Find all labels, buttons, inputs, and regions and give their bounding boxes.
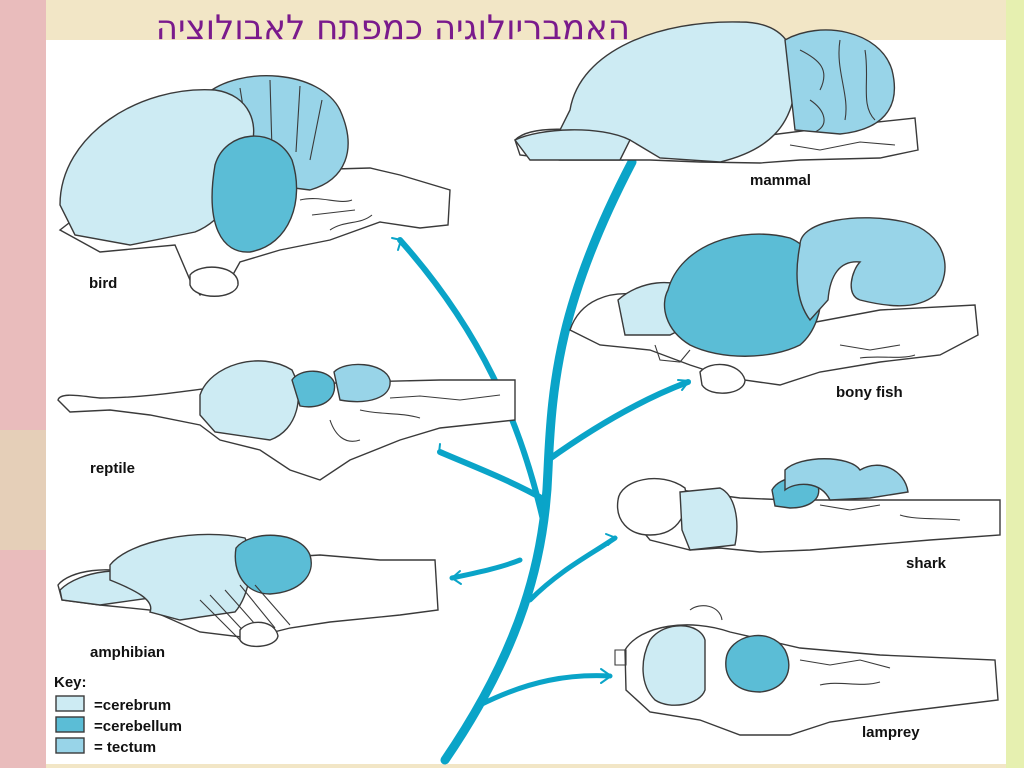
label-amphibian: amphibian [90,644,165,661]
amphibian-brain [57,533,439,647]
label-shark: shark [906,555,947,572]
right-stripe [1006,0,1024,768]
slide-title: האמבריולוגיה כמפתח לאבולוציה [155,8,630,48]
label-bony-fish: bony fish [836,384,903,401]
lamprey-brain [614,605,999,736]
legend-heading: Key: [54,674,87,691]
arrow-to-bird [391,237,403,251]
legend-label-cerebellum: =cerebellum [94,718,182,735]
bony-fish-brain [569,217,979,394]
arrow-to-shark [605,533,618,546]
arrow-to-reptile [437,443,449,458]
arrow-to-bony-fish [677,379,691,391]
evolution-tree [391,156,691,765]
legend-key: Key: =cerebrum =cerebellum = tectum [54,674,182,756]
legend-swatch-cerebrum [55,695,85,712]
legend-label-tectum: = tectum [94,739,156,756]
reptile-brain [57,360,516,481]
left-stripe [0,0,46,768]
arrow-to-lamprey [600,668,613,684]
legend-label-cerebrum: =cerebrum [94,697,171,714]
label-lamprey: lamprey [862,724,920,741]
arrow-to-amphibian [450,570,462,585]
shark-brain [616,458,1001,553]
label-bird: bird [89,275,117,292]
legend-swatch-cerebellum [55,716,85,733]
label-reptile: reptile [90,460,135,477]
bird-brain [58,75,451,297]
label-mammal: mammal [750,172,811,189]
legend-swatch-tectum [55,737,85,754]
mammal-brain [513,21,919,164]
